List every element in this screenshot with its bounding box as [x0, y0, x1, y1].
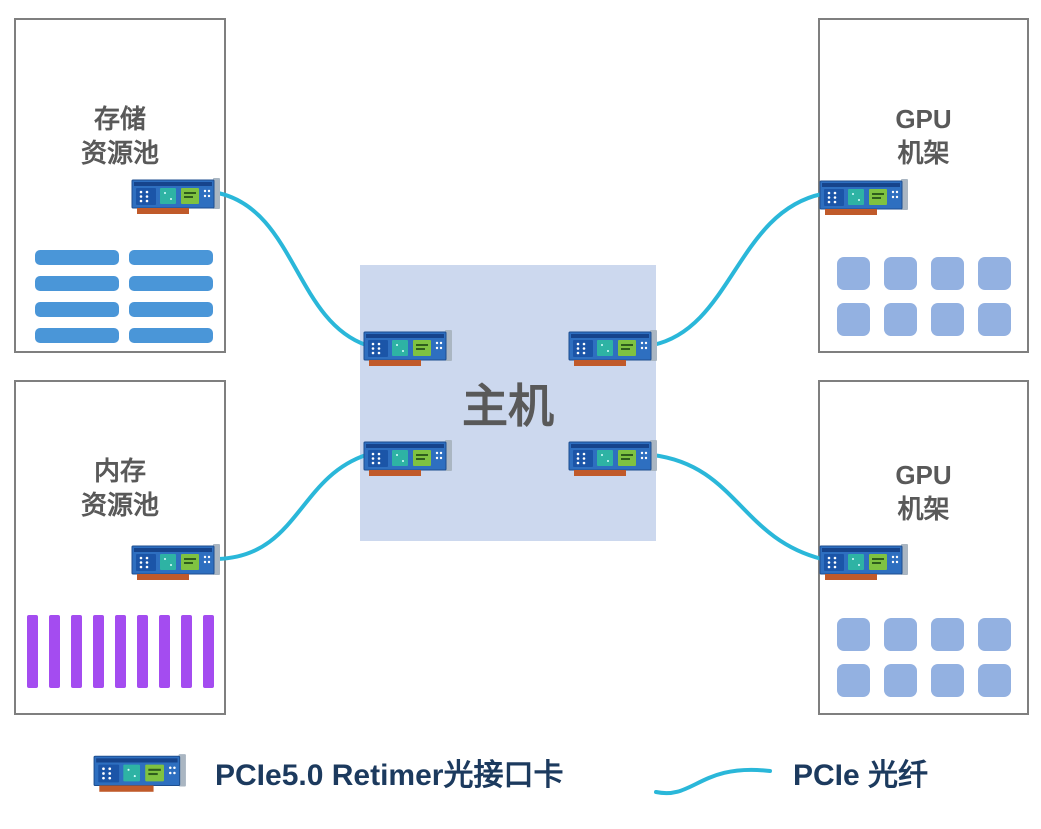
memory-dimm-row — [27, 615, 214, 688]
gpu-bar — [884, 303, 917, 336]
fiber-host-to-gpu-bottom — [651, 453, 824, 561]
disk-bar — [35, 276, 119, 291]
gpu-grid-top — [837, 257, 1011, 336]
disk-bar — [129, 250, 213, 265]
legend: PCIe5.0 Retimer光接口卡 PCIe 光纤 — [0, 740, 1041, 820]
gpu-bar — [931, 303, 964, 336]
disk-bar — [129, 276, 213, 291]
memory-pool-label: 内存 资源池 — [16, 454, 224, 523]
memory-pool-label-line2: 资源池 — [80, 490, 159, 521]
storage-pool-label-line2: 资源池 — [80, 138, 159, 169]
dimm-bar — [159, 615, 170, 688]
gpu-rack-top-label: GPU 机架 — [820, 102, 1027, 171]
gpu-bar — [837, 618, 870, 651]
disk-bar — [35, 328, 119, 343]
legend-card-label: PCIe5.0 Retimer光接口卡 — [215, 759, 564, 792]
dimm-bar — [27, 615, 38, 688]
fiber-host-to-gpu-top — [651, 192, 824, 347]
dimm-bar — [203, 615, 214, 688]
pcie-retimer-card-icon — [362, 327, 454, 371]
pcie-retimer-card-icon — [130, 175, 222, 219]
gpu-bar — [837, 664, 870, 697]
gpu-bar — [884, 257, 917, 290]
dimm-bar — [49, 615, 60, 688]
pcie-retimer-card-icon — [362, 437, 454, 481]
gpu-bar — [931, 664, 964, 697]
pcie-retimer-card-icon — [92, 751, 188, 797]
pcie-retimer-card-icon — [567, 327, 659, 371]
storage-pool-label-line1: 存储 — [93, 104, 146, 134]
gpu-bar — [978, 618, 1011, 651]
storage-pool-box: 存储 资源池 — [14, 18, 226, 353]
host-label: 主机 — [462, 380, 554, 432]
gpu-bar — [931, 257, 964, 290]
pcie-retimer-card-icon — [130, 541, 222, 585]
storage-pool-label: 存储 资源池 — [16, 102, 224, 171]
fiber-storage-to-host — [216, 191, 368, 347]
gpu-rack-top-box: GPU 机架 — [818, 18, 1029, 353]
gpu-bar — [978, 664, 1011, 697]
gpu-bar — [837, 303, 870, 336]
gpu-bar — [884, 618, 917, 651]
pcie-retimer-card-icon — [818, 541, 910, 585]
pcie-retimer-card-icon — [818, 176, 910, 220]
storage-disk-grid — [35, 250, 213, 343]
gpu-rack-bottom-label-line1: GPU — [895, 460, 952, 490]
gpu-rack-top-label-line1: GPU — [895, 104, 952, 134]
gpu-rack-top-label-line2: 机架 — [897, 138, 950, 169]
disk-bar — [129, 302, 213, 317]
dimm-bar — [71, 615, 82, 688]
gpu-bar — [978, 303, 1011, 336]
gpu-rack-bottom-label-line2: 机架 — [897, 494, 950, 525]
host-box: 主机 — [360, 265, 656, 541]
gpu-bar — [931, 618, 964, 651]
disk-bar — [35, 250, 119, 265]
disk-bar — [129, 328, 213, 343]
fiber-memory-to-host — [216, 453, 368, 561]
gpu-grid-bottom — [837, 618, 1011, 697]
gpu-bar — [837, 257, 870, 290]
legend-fiber-label: PCIe 光纤 — [793, 759, 929, 792]
dimm-bar — [93, 615, 104, 688]
gpu-bar — [978, 257, 1011, 290]
dimm-bar — [115, 615, 126, 688]
disk-bar — [35, 302, 119, 317]
pcie-retimer-card-icon — [567, 437, 659, 481]
gpu-rack-bottom-label: GPU 机架 — [820, 458, 1027, 527]
memory-pool-label-line1: 内存 — [93, 456, 146, 486]
dimm-bar — [181, 615, 192, 688]
gpu-bar — [884, 664, 917, 697]
dimm-bar — [137, 615, 148, 688]
